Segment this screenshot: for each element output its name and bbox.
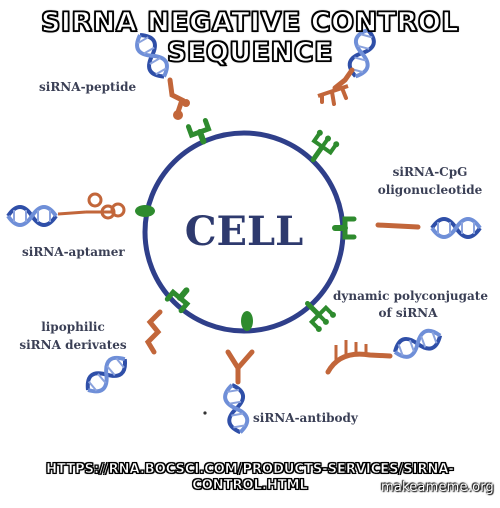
watermark: makeameme.org <box>380 480 494 495</box>
lipophilic-conjugate <box>80 309 163 399</box>
meme-top-line-1: siRNA Negative Control <box>40 7 460 39</box>
meme-bottom-text: https://rna.bocsci.com/products-services… <box>46 462 454 494</box>
receptor-bottom <box>241 311 253 331</box>
label-sirna-cpg: siRNA-CpG <box>393 165 468 179</box>
label-dynamic-polyconjugate: dynamic polyconjugate <box>333 289 488 303</box>
label-sirna-antibody: siRNA-antibody <box>253 411 359 425</box>
receptor-left <box>135 205 155 217</box>
receptor-right <box>335 219 354 237</box>
label-lipophilic: lipophilic <box>41 320 105 334</box>
label-sirna-cpg-line2: oligonucleotide <box>378 183 483 197</box>
label-sirna-aptamer: siRNA-aptamer <box>22 245 125 259</box>
antibody-conjugate <box>203 349 255 436</box>
cpg-conjugate <box>375 217 482 239</box>
label-dynamic-polyconjugate-line2: of siRNA <box>379 306 439 320</box>
aptamer-conjugate <box>6 192 126 227</box>
label-lipophilic-line2: siRNA derivates <box>19 338 127 352</box>
meme-top-line-2: Sequence <box>166 37 334 69</box>
meme-top-text: siRNA Negative Control Sequence <box>0 7 500 69</box>
receptor-top-right <box>302 129 340 168</box>
polyconjugate <box>325 325 446 375</box>
cell-label: CELL <box>185 208 304 255</box>
peptide-conjugate <box>130 28 190 120</box>
top-right-conjugate <box>317 25 379 106</box>
label-sirna-peptide: siRNA-peptide <box>39 80 136 94</box>
